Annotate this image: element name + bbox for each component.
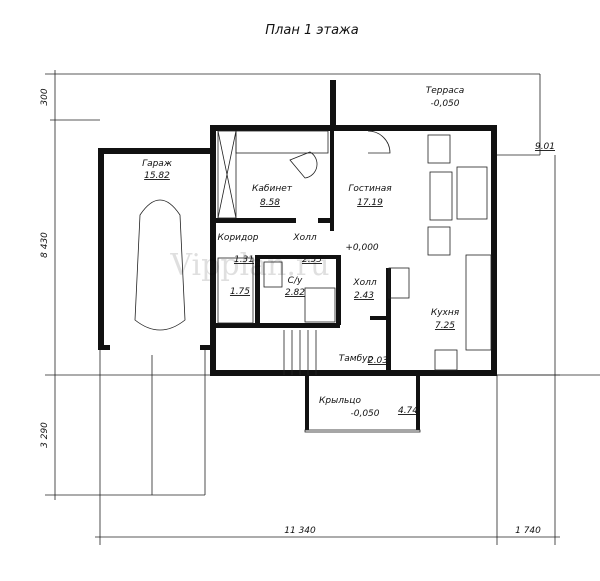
floor-level: +0,000 (345, 243, 379, 253)
terrace-area: 9.01 (535, 142, 555, 152)
vestibule-area: 2.03 (368, 356, 388, 366)
hall1-name: Холл (292, 233, 316, 243)
corridor-area: 1.31 (234, 255, 254, 265)
garage-area: 15.82 (144, 171, 170, 181)
hall2-name: Холл (352, 278, 376, 288)
walls (98, 80, 497, 433)
plan-title: План 1 этажа (265, 23, 358, 38)
dim-bottom-right: 1 740 (515, 526, 541, 536)
bathroom-name: С/у (288, 276, 303, 286)
dim-bottom-main: 11 340 (284, 526, 316, 536)
terrace-level: -0,050 (430, 99, 459, 109)
kitchen-area: 7.25 (435, 321, 455, 331)
porch-area: 4.74 (398, 406, 418, 416)
kitchen-name: Кухня (431, 308, 460, 318)
terrace-name: Терраса (426, 86, 464, 96)
hall2-area: 2.43 (354, 291, 374, 301)
dim-left-top: 300 (40, 88, 50, 105)
hall1-area: 2.53 (302, 255, 322, 265)
closet-area: 1.75 (230, 287, 250, 297)
dimension-labels: 300 8 430 3 290 11 340 1 740 (40, 88, 541, 536)
dimension-lines (45, 70, 600, 545)
corridor-name: Коридор (218, 233, 259, 243)
car-icon (134, 199, 186, 331)
room-labels: Гараж 15.82 Кабинет 8.58 Гостиная 17.19 … (142, 86, 555, 419)
porch-level: -0,050 (350, 409, 379, 419)
bathroom-area: 2.82 (285, 288, 305, 298)
vestibule-name: Тамбур (339, 354, 374, 364)
living-name: Гостиная (348, 184, 392, 194)
office-area: 8.58 (260, 198, 280, 208)
watermark: Vipplan.ru (169, 248, 329, 283)
dim-left-main: 8 430 (40, 232, 50, 258)
furniture (134, 130, 492, 375)
porch-name: Крыльцо (319, 396, 361, 406)
living-area: 17.19 (357, 198, 383, 208)
office-name: Кабинет (252, 184, 293, 194)
dim-left-bottom: 3 290 (40, 422, 50, 448)
garage-name: Гараж (142, 159, 173, 169)
